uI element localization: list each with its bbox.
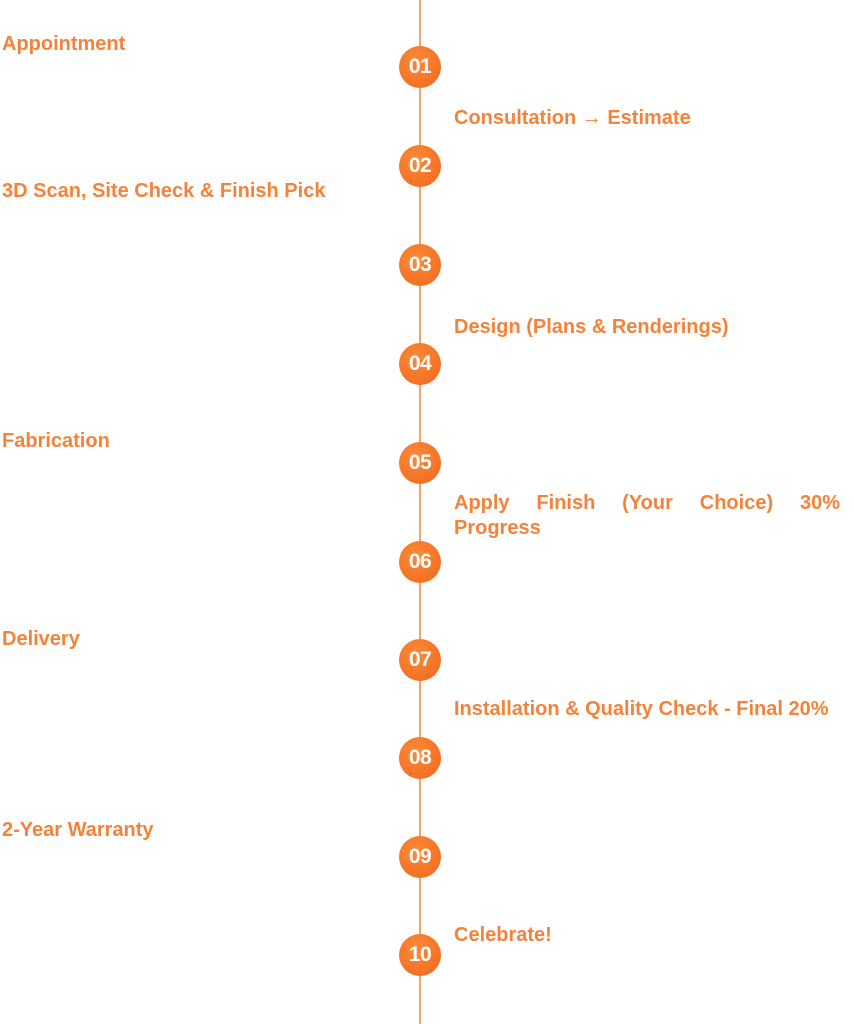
- step-description: You're covered on workmanship and materi…: [2, 845, 390, 898]
- step-installation: Installation & Quality Check - Final 20%…: [454, 697, 840, 798]
- step-appointment: Appointment Pick a time that fits your s…: [2, 32, 390, 95]
- step-description: We meet at your place to talk goals, sty…: [454, 133, 840, 205]
- step-description: Our certified welders cut, weld, and fin…: [2, 456, 390, 490]
- step-title: Appointment: [2, 33, 126, 55]
- timeline-line: [419, 0, 421, 1024]
- step-title: Fabrication: [2, 430, 110, 452]
- step-description: We apply the exact finish you selected -…: [454, 543, 840, 615]
- step-title: Apply Finish (Your Choice) 30% Progress: [454, 492, 840, 539]
- step-consultation: Consultation → Estimate We meet at your …: [454, 106, 840, 207]
- step-fabrication: Fabrication Our certified welders cut, w…: [2, 429, 390, 492]
- step-description: Professional installation with engineere…: [454, 724, 840, 796]
- step-number-badge: 02: [399, 145, 441, 187]
- step-title: Delivery: [2, 628, 80, 650]
- step-number-badge: 04: [399, 343, 441, 385]
- step-number-badge: 07: [399, 639, 441, 681]
- step-number-badge: 10: [399, 934, 441, 976]
- step-title: 2-Year Warranty: [2, 819, 154, 841]
- step-delivery: Delivery We'll give delivery (within 50 …: [2, 627, 390, 690]
- step-title: Installation & Quality Check - Final 20%: [454, 698, 829, 720]
- step-description: We'll give delivery (within 50 miles) at…: [2, 654, 390, 688]
- step-warranty: 2-Year Warranty You're covered on workma…: [2, 818, 390, 900]
- step-number-badge: 05: [399, 442, 441, 484]
- step-number-badge: 03: [399, 244, 441, 286]
- step-number-badge: 06: [399, 541, 441, 583]
- step-number-badge: 01: [399, 46, 441, 88]
- step-title: Design (Plans & Renderings): [454, 316, 729, 338]
- step-description: We do a precise 3D scan so everything fi…: [2, 206, 390, 335]
- step-3d-scan: 3D Scan, Site Check & Finish Pick We do …: [2, 179, 390, 337]
- step-celebrate: Celebrate! Grab a photo, a handshake, ma…: [454, 923, 840, 986]
- step-title: 3D Scan, Site Check & Finish Pick: [2, 180, 326, 202]
- step-number-badge: 09: [399, 836, 441, 878]
- step-apply-finish: Apply Finish (Your Choice) 30% Progress …: [454, 491, 840, 617]
- step-description: Grab a photo, a handshake, maybe a high-…: [454, 950, 840, 984]
- step-title: Celebrate!: [454, 924, 552, 946]
- step-design: Design (Plans & Renderings) We share pla…: [454, 315, 840, 416]
- step-description: Pick a time that fits your schedule. We'…: [2, 59, 390, 93]
- step-title: Consultation → Estimate: [454, 107, 691, 129]
- step-description: We share plans and renderings, then twea…: [454, 342, 840, 414]
- step-number-badge: 08: [399, 737, 441, 779]
